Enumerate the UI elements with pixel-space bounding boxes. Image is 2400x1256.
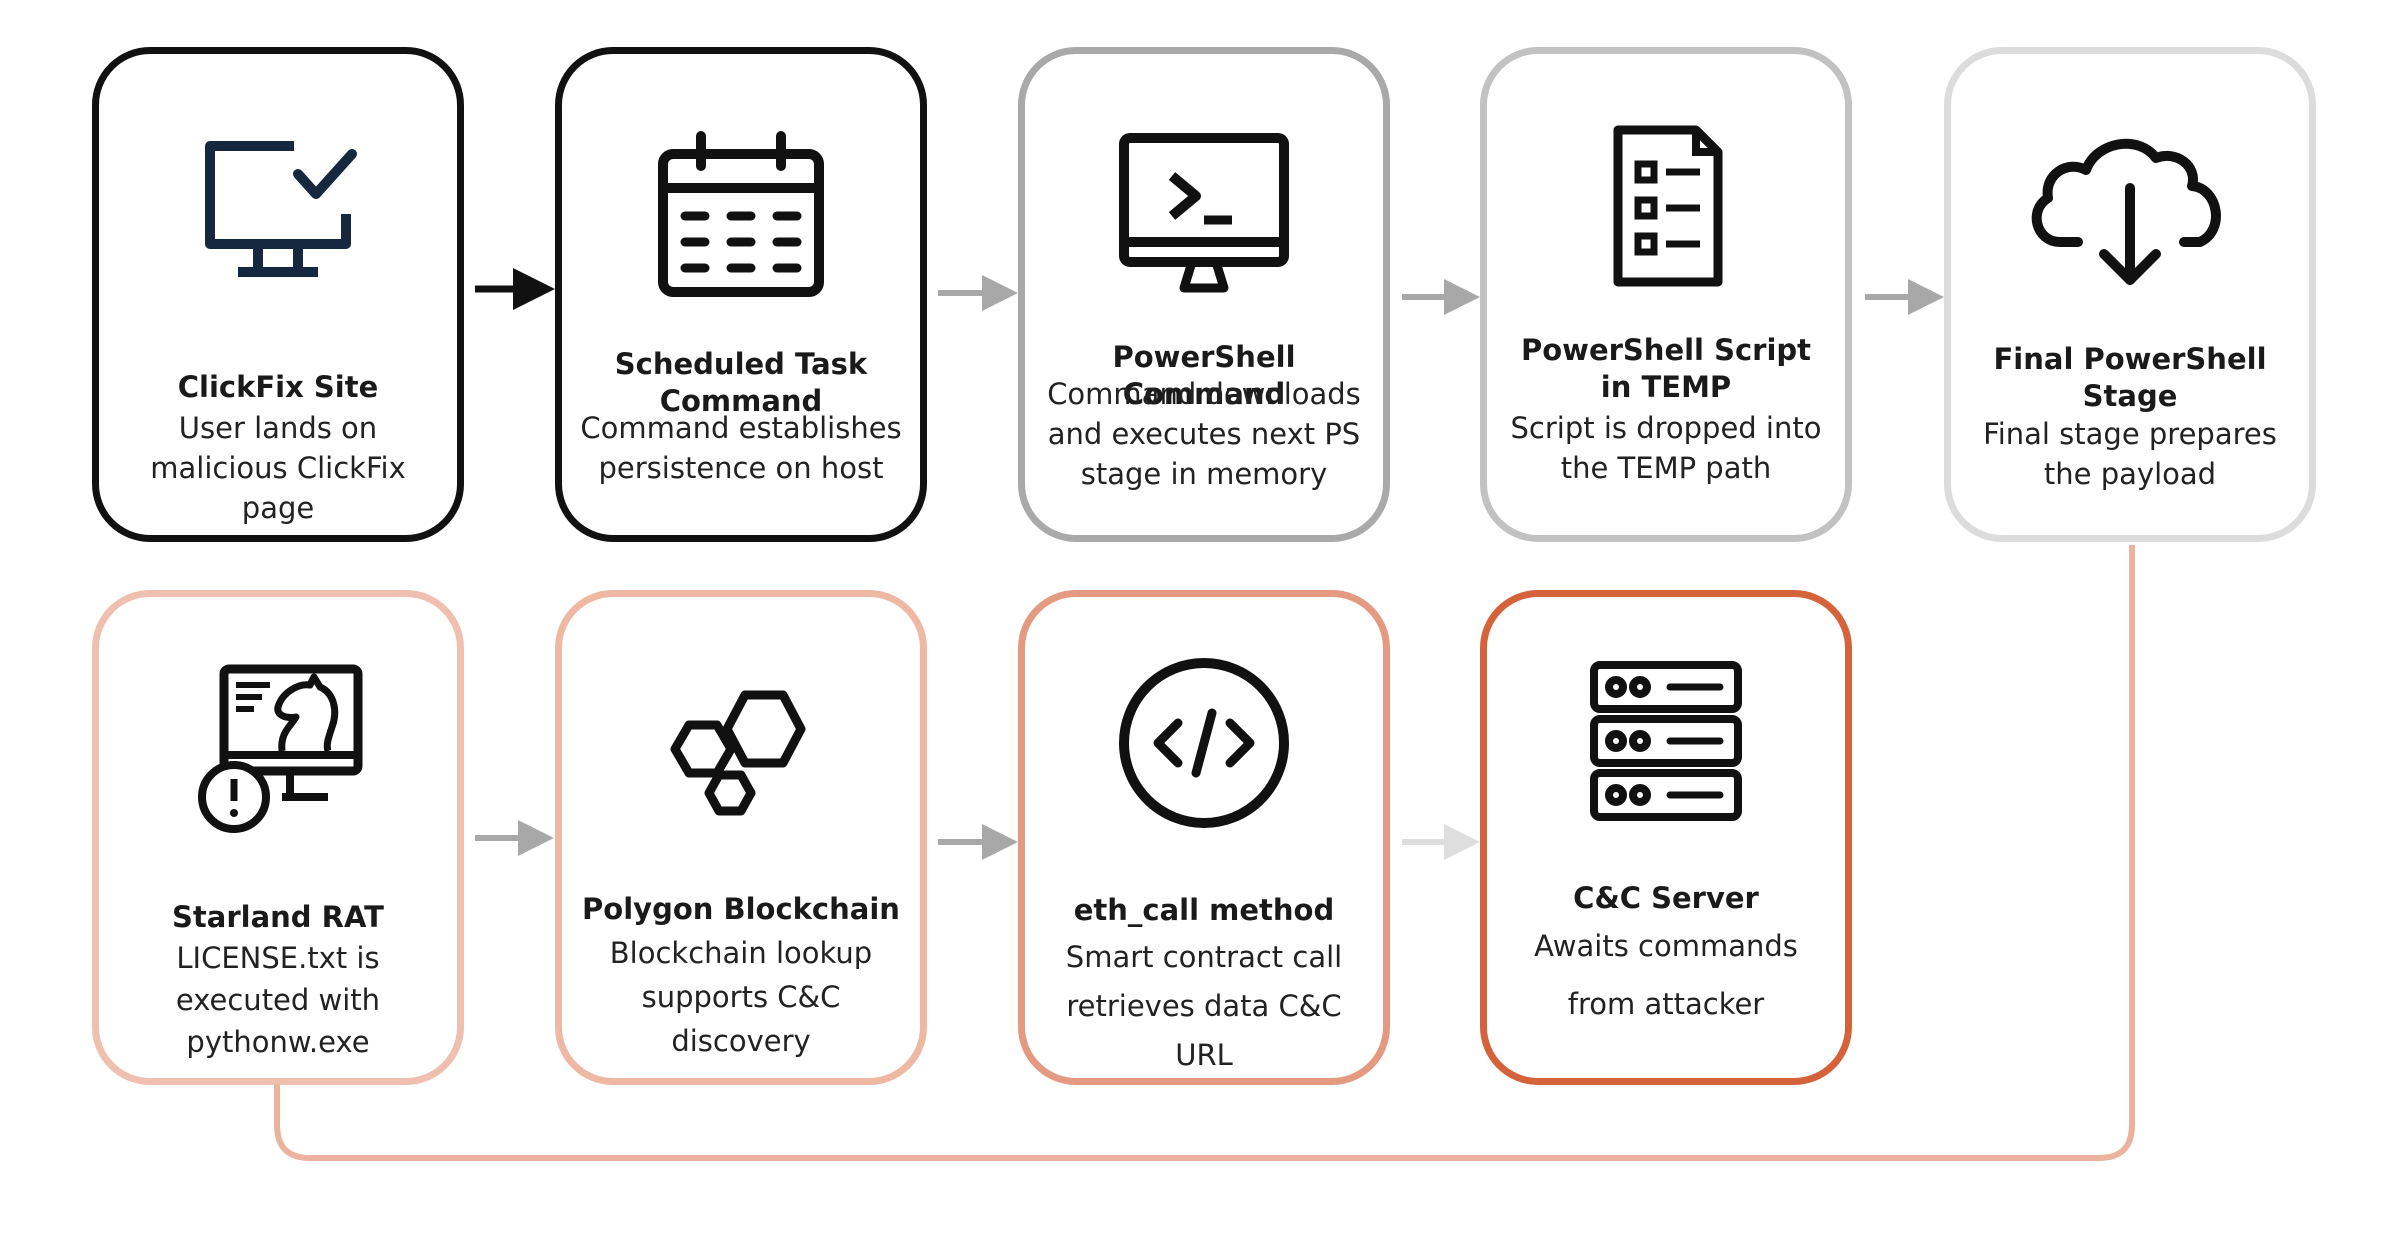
step-description: LICENSE.txt is executed with pythonw.exe	[175, 941, 381, 1059]
step-description: Final stage prepares the payload	[1983, 417, 2277, 491]
step-title: PowerShell Script in TEMP	[1520, 333, 1812, 404]
step-final-powershell-stage: Final PowerShell Stage Final stage prepa…	[1944, 47, 2316, 542]
step-polygon-blockchain: Polygon Blockchain Blockchain lookup sup…	[555, 590, 927, 1085]
step-clickfix-site: ClickFix Site User lands on malicious Cl…	[92, 47, 464, 542]
step-title: Final PowerShell Stage	[1993, 342, 2267, 413]
script-document-icon	[1613, 125, 1723, 287]
step-title: C&C Server	[1573, 881, 1759, 915]
server-icon	[1590, 661, 1742, 821]
step-description: Command downloads and executes next PS s…	[1047, 377, 1361, 491]
monitor-check-icon	[205, 141, 357, 277]
code-icon	[1119, 658, 1289, 828]
step-title: Scheduled Task Command	[614, 347, 868, 418]
step-title: Starland RAT	[172, 900, 384, 934]
step-powershell-script-temp: PowerShell Script in TEMP Script is drop…	[1480, 47, 1852, 542]
hexagons-icon	[670, 690, 806, 816]
step-powershell-command: PowerShell Command Command downloads and…	[1018, 47, 1390, 542]
step-title: ClickFix Site	[177, 370, 379, 404]
step-description: Blockchain lookup supports C&C discovery	[609, 936, 873, 1058]
step-eth-call-method: eth_call method Smart contract call retr…	[1018, 590, 1390, 1085]
step-description: Command establishes persistence on host	[580, 411, 902, 485]
step-title: PowerShell Command	[1112, 340, 1296, 411]
step-title: Polygon Blockchain	[582, 892, 900, 926]
step-cc-server: C&C Server Awaits commands from attacker	[1480, 590, 1852, 1085]
terminal-monitor-icon	[1119, 133, 1289, 293]
step-description: Awaits commands from attacker	[1534, 929, 1798, 1021]
calendar-icon	[658, 131, 824, 297]
step-starland-rat: Starland RAT LICENSE.txt is executed wit…	[92, 590, 464, 1085]
step-description: User lands on malicious ClickFix page	[150, 411, 406, 525]
connector-final-stage-to-starland	[274, 545, 2135, 1161]
step-description: Smart contract call retrieves data C&C U…	[1065, 940, 1343, 1072]
cloud-download-icon	[2031, 138, 2221, 285]
rat-monitor-alert-icon	[198, 664, 363, 833]
step-description: Script is dropped into the TEMP path	[1510, 411, 1822, 485]
step-title: eth_call method	[1073, 893, 1335, 927]
step-scheduled-task-command: Scheduled Task Command Command establish…	[555, 47, 927, 542]
